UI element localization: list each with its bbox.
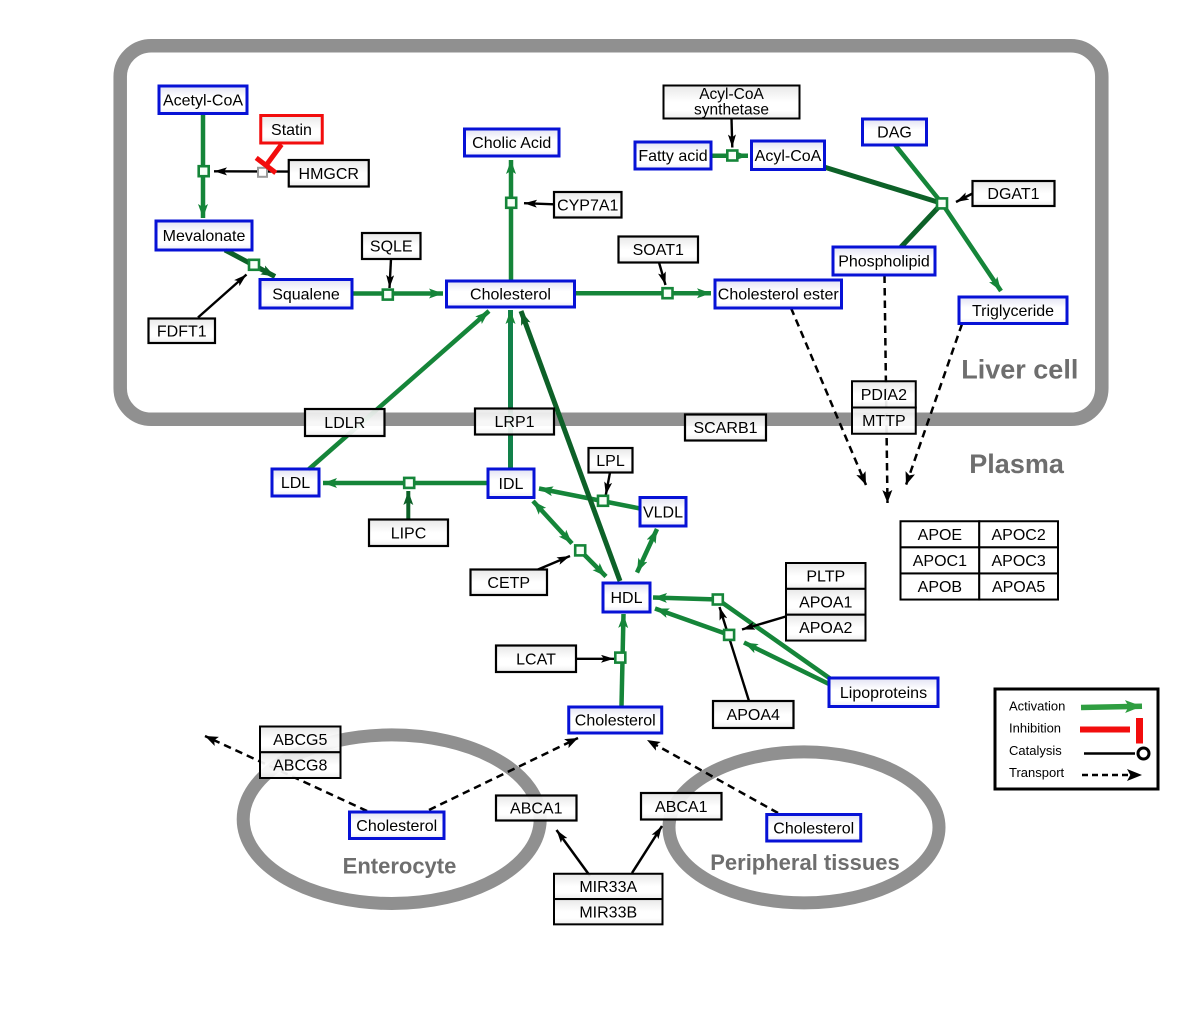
svg-text:Statin: Statin bbox=[271, 122, 312, 139]
svg-text:DGAT1: DGAT1 bbox=[987, 186, 1039, 203]
svg-text:PDIA2: PDIA2 bbox=[861, 387, 907, 404]
svg-text:MIR33A: MIR33A bbox=[579, 879, 637, 896]
svg-text:APOA2: APOA2 bbox=[799, 620, 852, 637]
svg-text:VLDL: VLDL bbox=[643, 504, 683, 521]
svg-text:PLTP: PLTP bbox=[806, 569, 845, 586]
svg-text:Squalene: Squalene bbox=[272, 286, 340, 303]
svg-text:SOAT1: SOAT1 bbox=[633, 242, 684, 259]
svg-text:LIPC: LIPC bbox=[391, 525, 427, 542]
svg-text:Lipoproteins: Lipoproteins bbox=[840, 685, 927, 702]
svg-text:APOA5: APOA5 bbox=[992, 579, 1045, 596]
svg-text:LPL: LPL bbox=[596, 453, 625, 470]
svg-text:HMGCR: HMGCR bbox=[299, 166, 359, 183]
svg-text:APOE: APOE bbox=[918, 527, 962, 544]
svg-text:SQLE: SQLE bbox=[370, 239, 413, 256]
svg-text:synthetase: synthetase bbox=[694, 102, 769, 119]
svg-text:Cholic Acid: Cholic Acid bbox=[472, 135, 551, 152]
svg-text:LCAT: LCAT bbox=[516, 651, 556, 668]
svg-text:Peripheral tissues: Peripheral tissues bbox=[710, 850, 900, 875]
svg-text:Acyl-CoA: Acyl-CoA bbox=[699, 86, 764, 103]
svg-text:ABCA1: ABCA1 bbox=[655, 799, 708, 816]
svg-text:ABCA1: ABCA1 bbox=[510, 801, 563, 818]
svg-text:LDLR: LDLR bbox=[324, 415, 365, 432]
svg-text:Inhibition: Inhibition bbox=[1009, 721, 1061, 736]
svg-text:SCARB1: SCARB1 bbox=[693, 420, 757, 437]
svg-text:Transport: Transport bbox=[1009, 765, 1065, 780]
svg-text:Catalysis: Catalysis bbox=[1009, 743, 1062, 758]
svg-text:Enterocyte: Enterocyte bbox=[343, 854, 457, 879]
svg-text:Liver cell: Liver cell bbox=[961, 355, 1078, 385]
svg-text:Cholesterol: Cholesterol bbox=[773, 820, 854, 837]
svg-text:LDL: LDL bbox=[281, 475, 310, 492]
svg-text:Cholesterol ester: Cholesterol ester bbox=[718, 287, 840, 304]
svg-text:APOB: APOB bbox=[918, 579, 962, 596]
svg-text:Cholesterol: Cholesterol bbox=[470, 287, 551, 304]
svg-text:APOA1: APOA1 bbox=[799, 594, 852, 611]
svg-text:CYP7A1: CYP7A1 bbox=[557, 197, 618, 214]
svg-text:Fatty acid: Fatty acid bbox=[638, 148, 707, 165]
svg-text:CETP: CETP bbox=[487, 575, 530, 592]
svg-text:Triglyceride: Triglyceride bbox=[972, 303, 1054, 320]
svg-text:MIR33B: MIR33B bbox=[579, 904, 637, 921]
svg-text:Cholesterol: Cholesterol bbox=[356, 818, 437, 835]
svg-text:DAG: DAG bbox=[877, 125, 912, 142]
svg-text:APOC1: APOC1 bbox=[913, 553, 967, 570]
svg-text:Acetyl-CoA: Acetyl-CoA bbox=[163, 92, 243, 109]
svg-text:HDL: HDL bbox=[610, 590, 642, 607]
svg-text:ABCG5: ABCG5 bbox=[273, 732, 327, 749]
svg-text:Plasma: Plasma bbox=[969, 449, 1065, 479]
svg-text:IDL: IDL bbox=[499, 476, 524, 493]
svg-text:APOC2: APOC2 bbox=[991, 527, 1045, 544]
svg-text:LRP1: LRP1 bbox=[494, 414, 534, 431]
svg-text:Activation: Activation bbox=[1009, 699, 1065, 714]
svg-text:MTTP: MTTP bbox=[862, 413, 906, 430]
svg-text:Acyl-CoA: Acyl-CoA bbox=[755, 148, 822, 165]
svg-text:ABCG8: ABCG8 bbox=[273, 758, 327, 775]
svg-text:APOC3: APOC3 bbox=[991, 553, 1045, 570]
svg-text:Mevalonate: Mevalonate bbox=[163, 228, 246, 245]
svg-text:FDFT1: FDFT1 bbox=[157, 323, 207, 340]
svg-text:Phospholipid: Phospholipid bbox=[838, 254, 930, 271]
svg-text:Cholesterol: Cholesterol bbox=[575, 713, 656, 730]
svg-text:APOA4: APOA4 bbox=[727, 707, 780, 724]
